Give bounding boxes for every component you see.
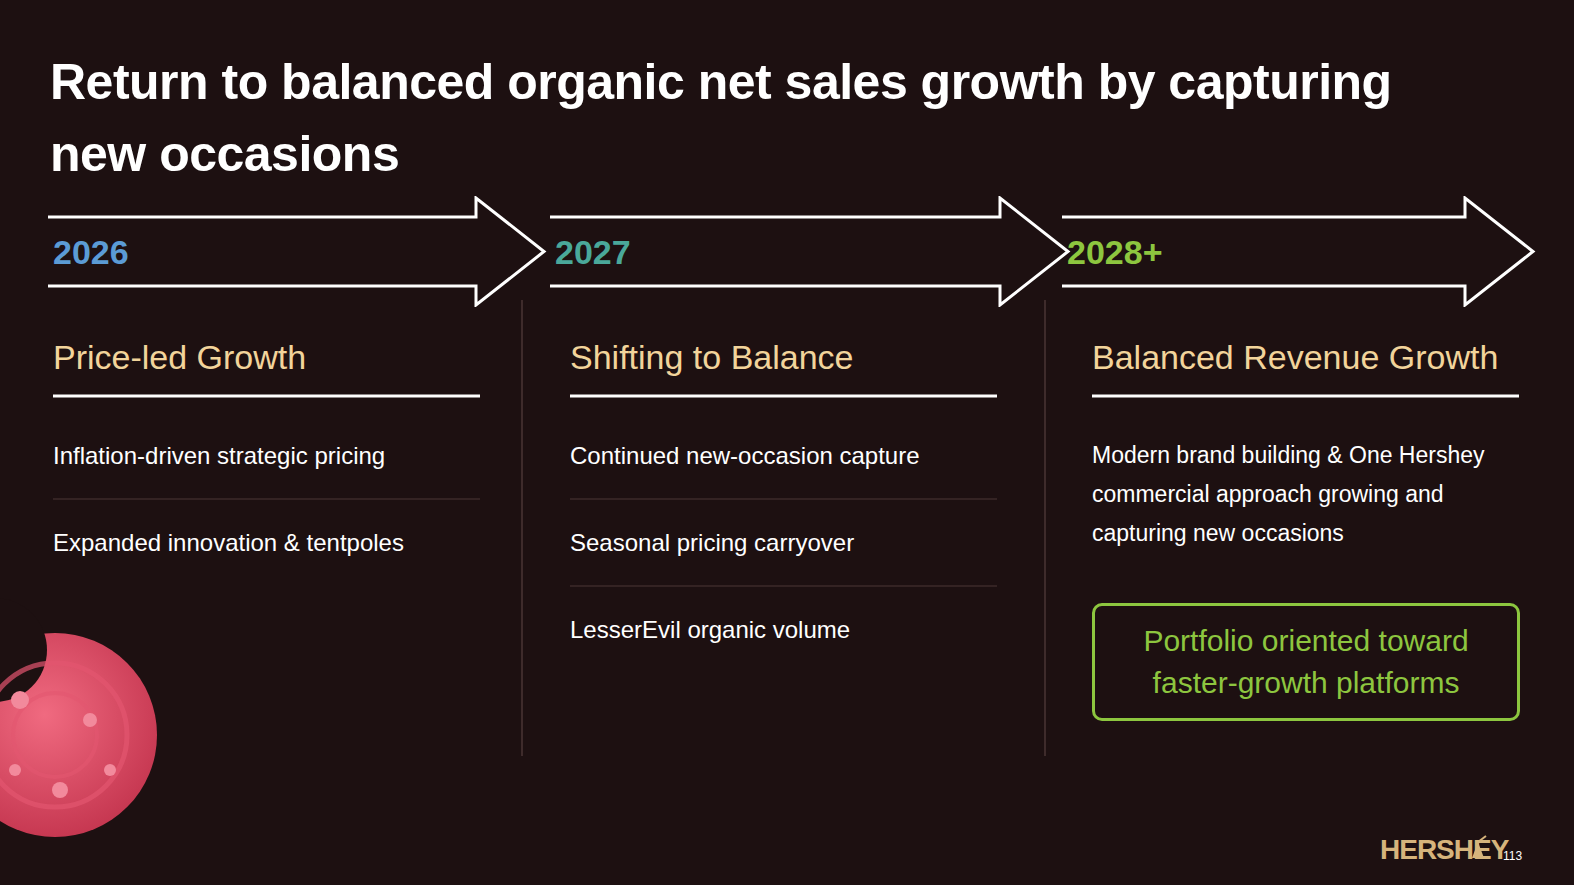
gummy-illustration [0,598,157,837]
timeline-arrow: 2028+ [1062,196,1536,307]
year-label: 2027 [555,232,631,272]
timeline-arrow: 2027 [550,196,1071,307]
slide-title: Return to balanced organic net sales gro… [50,46,1450,190]
column-heading: Shifting to Balance [570,335,854,379]
column-item: Seasonal pricing carryover [570,527,854,559]
arrow-shape [48,198,544,305]
column-heading: Price-led Growth [53,335,306,379]
timeline-arrow: 2026 [48,196,547,307]
callout-box: Portfolio oriented toward faster-growth … [1092,603,1520,721]
item-separators [53,499,997,586]
column-item: Continued new-occasion capture [570,440,920,472]
column-item: Inflation-driven strategic pricing [53,440,385,472]
column-separators [522,300,1045,756]
year-label: 2026 [53,232,129,272]
column-heading: Balanced Revenue Growth [1092,335,1498,379]
column-item: Expanded innovation & tentpoles [53,527,404,559]
column-item: Modern brand building & One Hershey comm… [1092,436,1522,553]
brand-logo: HERSHEY [1380,834,1508,866]
arrow-shape [1062,198,1533,305]
heading-underlines [53,395,1519,398]
callout-text: Portfolio oriented toward faster-growth … [1109,620,1503,704]
page-number: 113 [1503,849,1522,863]
year-label: 2028+ [1067,232,1163,272]
arrow-shape [550,198,1068,305]
column-item: LesserEvil organic volume [570,614,850,646]
